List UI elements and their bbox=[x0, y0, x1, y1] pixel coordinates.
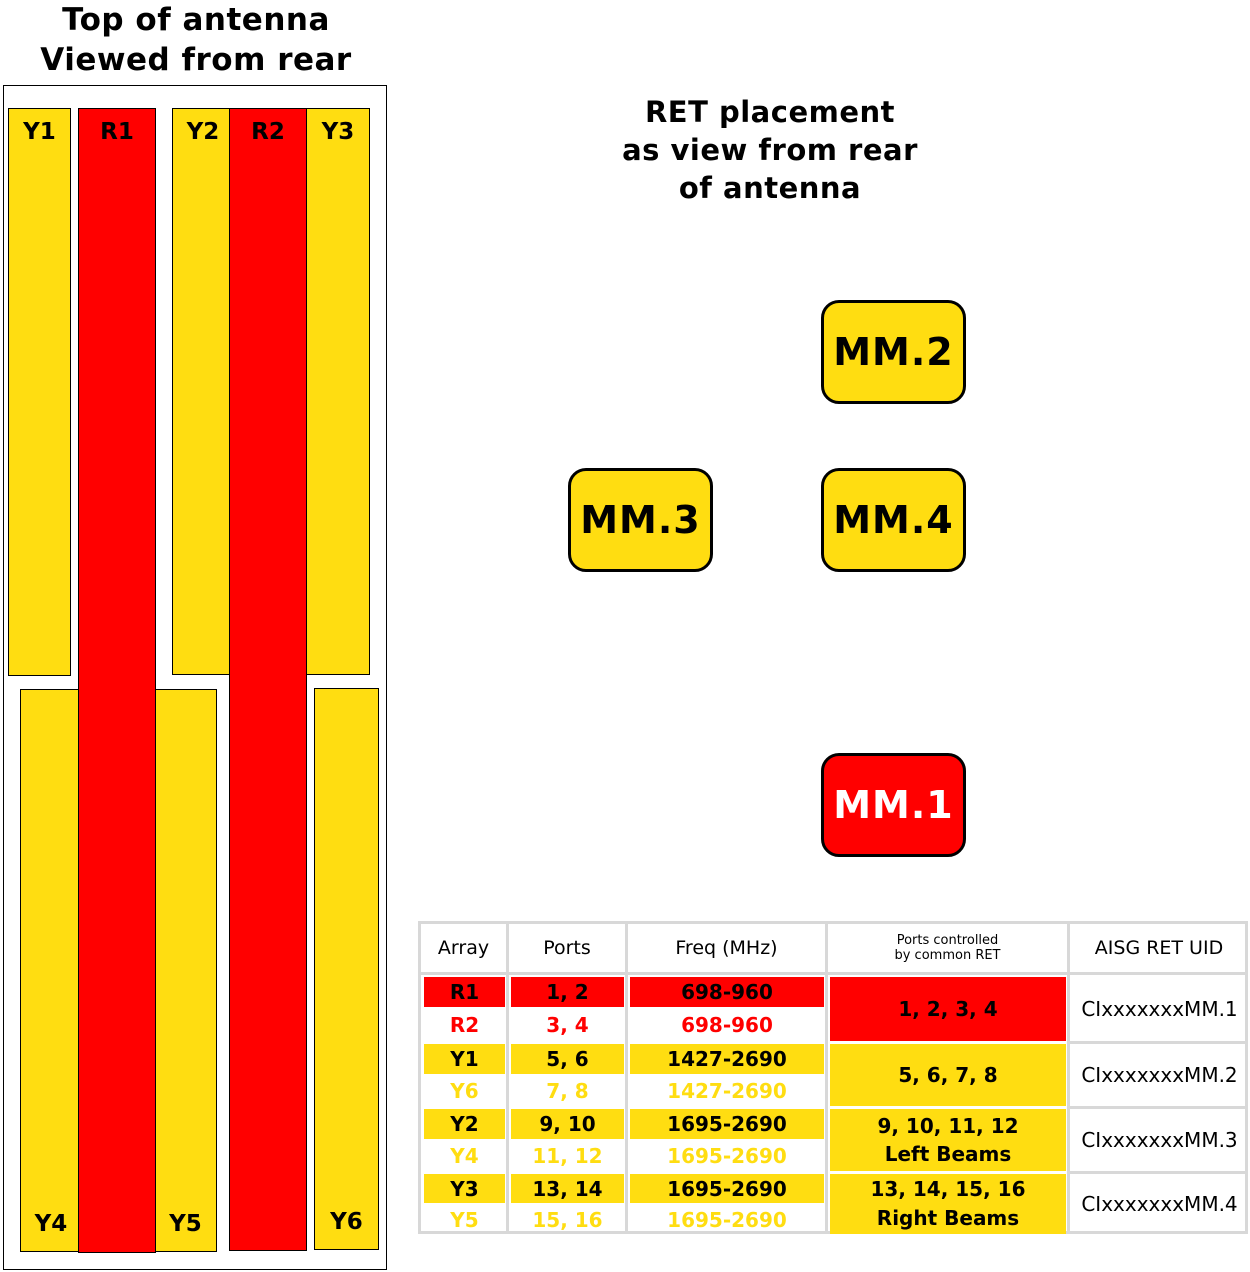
row-y1-array: Y1 bbox=[424, 1044, 505, 1074]
row-y6-ports: 7, 8 bbox=[546, 1079, 589, 1103]
array-y3: Y3 bbox=[306, 108, 370, 675]
ret-mm3: MM.3 bbox=[568, 468, 713, 572]
group-mm3-ports-line2: Left Beams bbox=[884, 1142, 1012, 1166]
row-y2-ports: 9, 10 bbox=[511, 1109, 624, 1139]
header-uid: AISG RET UID bbox=[1094, 937, 1224, 959]
row-y2-array: Y2 bbox=[424, 1109, 505, 1139]
table-rule bbox=[1067, 924, 1070, 1234]
legend-table: Array Ports Freq (MHz) Ports controlled … bbox=[418, 921, 1248, 1234]
ret-placement-title-line3: of antenna bbox=[678, 171, 862, 205]
group-mm4-ports: 13, 14, 15, 16 Right Beams bbox=[830, 1174, 1066, 1234]
array-y2-label: Y2 bbox=[186, 119, 220, 145]
group-mm4-ports-line2: Right Beams bbox=[876, 1206, 1020, 1230]
ret-mm2-label: MM.2 bbox=[833, 330, 954, 374]
ret-mm4: MM.4 bbox=[821, 468, 966, 572]
group-mm4-ports-line1: 13, 14, 15, 16 bbox=[870, 1177, 1026, 1201]
array-y3-label: Y3 bbox=[321, 119, 355, 145]
row-y3-ports: 13, 14 bbox=[511, 1174, 624, 1203]
table-rule bbox=[825, 924, 828, 1234]
antenna-view-title: Top of antenna Viewed from rear bbox=[0, 0, 392, 80]
table-rule bbox=[625, 924, 628, 1234]
row-y6-array: Y6 bbox=[450, 1079, 479, 1103]
header-controlled: Ports controlled by common RET bbox=[828, 924, 1067, 972]
group-mm3-uid: CIxxxxxxxMM.3 bbox=[1081, 1128, 1238, 1152]
array-y6-label: Y6 bbox=[330, 1209, 363, 1235]
array-r2-label: R2 bbox=[251, 119, 285, 145]
array-y1: Y1 bbox=[8, 108, 71, 676]
ret-mm4-label: MM.4 bbox=[833, 498, 954, 542]
array-r1: R1 bbox=[78, 108, 156, 1253]
ret-placement-title-line1: RET placement bbox=[644, 95, 896, 129]
row-y3-array: Y3 bbox=[424, 1174, 505, 1203]
header-array: Array bbox=[437, 937, 490, 959]
row-y1-freq: 1427-2690 bbox=[630, 1044, 824, 1074]
header-ports: Ports bbox=[543, 937, 591, 959]
group-mm2-uid: CIxxxxxxxMM.2 bbox=[1081, 1063, 1238, 1087]
array-y6: Y6 bbox=[314, 688, 379, 1250]
row-y3-freq: 1695-2690 bbox=[630, 1174, 824, 1203]
array-y1-label: Y1 bbox=[23, 119, 56, 145]
antenna-outline bbox=[3, 85, 387, 1270]
array-y4: Y4 bbox=[20, 689, 82, 1252]
array-y5-label: Y5 bbox=[169, 1211, 202, 1237]
ret-mm2: MM.2 bbox=[821, 300, 966, 404]
table-rule bbox=[421, 972, 1248, 975]
row-r2-ports: 3, 4 bbox=[546, 1013, 589, 1037]
row-y6-freq: 1427-2690 bbox=[667, 1079, 787, 1103]
row-r1-array: R1 bbox=[424, 977, 505, 1007]
antenna-view-title-line1: Top of antenna bbox=[62, 2, 330, 38]
row-y5-ports: 15, 16 bbox=[532, 1207, 603, 1232]
group-mm3-ports: 9, 10, 11, 12 Left Beams bbox=[830, 1109, 1066, 1171]
ret-placement-title-line2: as view from rear bbox=[622, 133, 918, 167]
row-r2-array: R2 bbox=[449, 1013, 480, 1037]
row-r1-ports: 1, 2 bbox=[511, 977, 624, 1007]
row-r2-freq: 698-960 bbox=[681, 1013, 773, 1037]
row-y4-array: Y4 bbox=[450, 1144, 479, 1168]
group-mm3-ports-line1: 9, 10, 11, 12 bbox=[877, 1114, 1019, 1138]
table-rule bbox=[506, 924, 509, 1234]
row-y2-freq: 1695-2690 bbox=[630, 1109, 824, 1139]
array-y2: Y2 bbox=[172, 108, 234, 675]
table-rule bbox=[1068, 1171, 1248, 1174]
antenna-view-title-line2: Viewed from rear bbox=[40, 42, 352, 78]
row-r1-freq: 698-960 bbox=[630, 977, 824, 1007]
row-y1-ports: 5, 6 bbox=[511, 1044, 624, 1074]
group-mm4-uid: CIxxxxxxxMM.4 bbox=[1081, 1192, 1238, 1216]
ret-mm1-label: MM.1 bbox=[833, 783, 954, 827]
header-controlled-line2: by common RET bbox=[894, 948, 1001, 963]
group-mm2-ports-line1: 5, 6, 7, 8 bbox=[898, 1063, 998, 1087]
array-r2: R2 bbox=[229, 108, 307, 1251]
group-mm1-uid: CIxxxxxxxMM.1 bbox=[1081, 997, 1238, 1021]
array-r1-label: R1 bbox=[100, 119, 134, 145]
group-mm1-ports: 1, 2, 3, 4 bbox=[830, 977, 1066, 1041]
group-mm1-ports-line1: 1, 2, 3, 4 bbox=[898, 997, 998, 1021]
header-freq: Freq (MHz) bbox=[675, 937, 778, 959]
row-y5-freq: 1695-2690 bbox=[667, 1207, 787, 1232]
header-controlled-line1: Ports controlled bbox=[896, 933, 999, 948]
ret-placement-title: RET placement as view from rear of anten… bbox=[560, 93, 980, 207]
table-rule bbox=[1068, 1041, 1248, 1044]
ret-mm1: MM.1 bbox=[821, 753, 966, 857]
row-y4-ports: 11, 12 bbox=[532, 1144, 603, 1168]
array-y4-label: Y4 bbox=[34, 1211, 68, 1237]
table-rule bbox=[1068, 1106, 1248, 1109]
array-y5: Y5 bbox=[154, 689, 217, 1252]
group-mm2-ports: 5, 6, 7, 8 bbox=[830, 1044, 1066, 1106]
ret-mm3-label: MM.3 bbox=[580, 498, 701, 542]
row-y5-array: Y5 bbox=[450, 1207, 479, 1232]
row-y4-freq: 1695-2690 bbox=[667, 1144, 787, 1168]
